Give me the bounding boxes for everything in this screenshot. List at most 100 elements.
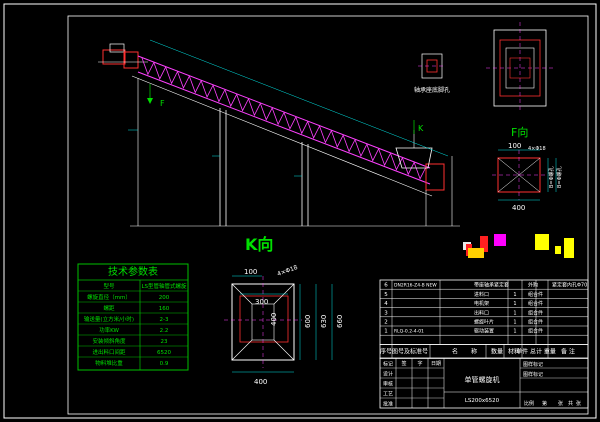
- tech-param-label: 型号: [103, 282, 115, 290]
- tech-param-value: LS型管轴管式螺旋: [141, 282, 187, 290]
- outer-frame: [3, 3, 597, 419]
- drive-unit: [102, 49, 126, 65]
- part-name: 带座轴承紧定套: [474, 282, 509, 289]
- screw-flight: [378, 148, 391, 167]
- tube-bottom-edge: [137, 71, 431, 185]
- parts-header-cell: 序号: [380, 347, 392, 355]
- drawing-name: 单管螺旋机: [465, 375, 500, 384]
- part-material: 组合件: [528, 300, 543, 307]
- screw-flight: [177, 71, 190, 89]
- k-dim-660: 660: [336, 315, 344, 328]
- screw-flight: [153, 62, 167, 80]
- screw-flight: [271, 107, 285, 126]
- bearing-hole-detail: 轴承座底脚孔: [414, 53, 450, 94]
- k-dim-400-vert: 400: [270, 313, 278, 326]
- k-view-inner: [239, 295, 289, 343]
- k-dim-400: 400: [254, 378, 267, 386]
- part-number: 6: [384, 283, 388, 289]
- title-block-col: 字: [417, 360, 422, 367]
- tech-param-label: 螺距: [103, 304, 115, 312]
- bearing-hole-label: 轴承座底脚孔: [414, 86, 450, 94]
- tech-table-title: 技术参数表: [108, 265, 158, 278]
- tech-param-label: 进出料口间距: [92, 348, 126, 356]
- k-marker: K: [418, 124, 424, 133]
- screw-flight: [212, 85, 226, 103]
- k-dim-630: 630: [320, 315, 328, 328]
- screw-flight: [236, 94, 249, 112]
- screw-flight: [354, 139, 368, 158]
- title-block-mark: 图样标记: [523, 371, 543, 378]
- screw-flight: [224, 89, 238, 108]
- title-block-role: 标记: [383, 361, 393, 368]
- part-qty: 1: [513, 292, 516, 298]
- parts-header-cell: 单件 总计 重量: [516, 347, 556, 355]
- k-dim-4x: 4×Φ18: [276, 264, 298, 278]
- parts-header-cell: 材料: [508, 347, 520, 355]
- end-section-view: [486, 22, 554, 110]
- k-dim-600: 600: [304, 315, 312, 328]
- part-name: 驱动装置: [474, 328, 494, 335]
- title-block-footer: 张: [558, 400, 563, 407]
- tech-param-value: 160: [159, 306, 170, 312]
- part-number: 4: [384, 301, 388, 307]
- inlet-hopper: [395, 147, 433, 169]
- screw-flight: [283, 112, 297, 130]
- title-block-mark: 图样标记: [523, 361, 543, 368]
- f-dim-4x: 4×Φ18: [528, 146, 546, 152]
- f-dim-400: 400: [512, 204, 525, 212]
- part-material: 组合件: [528, 309, 543, 316]
- screw-flight: [401, 157, 415, 176]
- screw-flight: [342, 135, 356, 153]
- part-qty: 1: [513, 320, 516, 326]
- title-block-footer: 共: [568, 400, 573, 407]
- f-dim-100: 100: [508, 142, 521, 150]
- screw-flight: [330, 130, 344, 148]
- screw-flight: [188, 76, 202, 94]
- title-block-role: 工艺: [383, 392, 393, 398]
- screw-flights: [141, 57, 427, 180]
- parts-header-cell: 数量: [491, 347, 503, 355]
- f-view-title: F向: [511, 125, 528, 139]
- f-marker: F: [160, 99, 165, 108]
- drawing-number: LS200x6520: [465, 398, 500, 404]
- inner-frame: [67, 15, 589, 415]
- parts-header-cell: 称: [471, 347, 477, 355]
- parts-header-cell: 图号及标准号: [392, 347, 428, 355]
- part-number: 3: [384, 310, 388, 316]
- part-qty: 1: [513, 329, 516, 335]
- screw-flight: [259, 103, 273, 121]
- part-material: 组合件: [528, 291, 543, 298]
- k-view-title: K向: [245, 235, 273, 254]
- screw-flight: [319, 125, 332, 144]
- screw-flight: [200, 80, 214, 98]
- outlet-box: [425, 163, 445, 191]
- part-qty: 1: [513, 310, 516, 316]
- part-name: 进料口: [474, 291, 489, 298]
- screw-flight: [165, 66, 178, 85]
- title-block-footer: 比例: [524, 400, 534, 407]
- title-block-footer: 张: [576, 400, 581, 407]
- part-material: 外购: [528, 282, 538, 289]
- part-qty: 1: [513, 301, 516, 307]
- title-block: 标记设计审核工艺批准签字日期单管螺旋机LS200x6520图样标记图样标记比例第…: [379, 357, 589, 409]
- tech-param-label: 输送量(立方米/小时): [84, 315, 134, 323]
- screw-flight: [248, 98, 261, 117]
- part-material: 组合件: [528, 328, 543, 335]
- k-dim-300: 300: [255, 298, 268, 306]
- f-view-detail: F向 100 400 B=Φ螺孔 B=Φ螺孔 4×Φ18: [492, 125, 563, 212]
- part-material: 组合件: [528, 319, 543, 326]
- tech-param-label: 螺旋直径（mm）: [87, 293, 131, 301]
- title-block-role: 设计: [383, 371, 393, 378]
- part-drawing-no: DN2R16-Z4-B NEW: [394, 283, 437, 289]
- screw-flight: [307, 121, 320, 139]
- title-block-role: 批准: [383, 401, 393, 408]
- part-name: 电机架: [474, 300, 489, 307]
- tech-param-label: 安装倾斜角度: [92, 337, 126, 345]
- tech-param-value: 23: [161, 339, 168, 345]
- f-dim-b-eq: B=Φ螺孔: [556, 166, 563, 188]
- tech-param-value: 0.9: [160, 361, 169, 367]
- title-block-col: 日期: [431, 361, 441, 367]
